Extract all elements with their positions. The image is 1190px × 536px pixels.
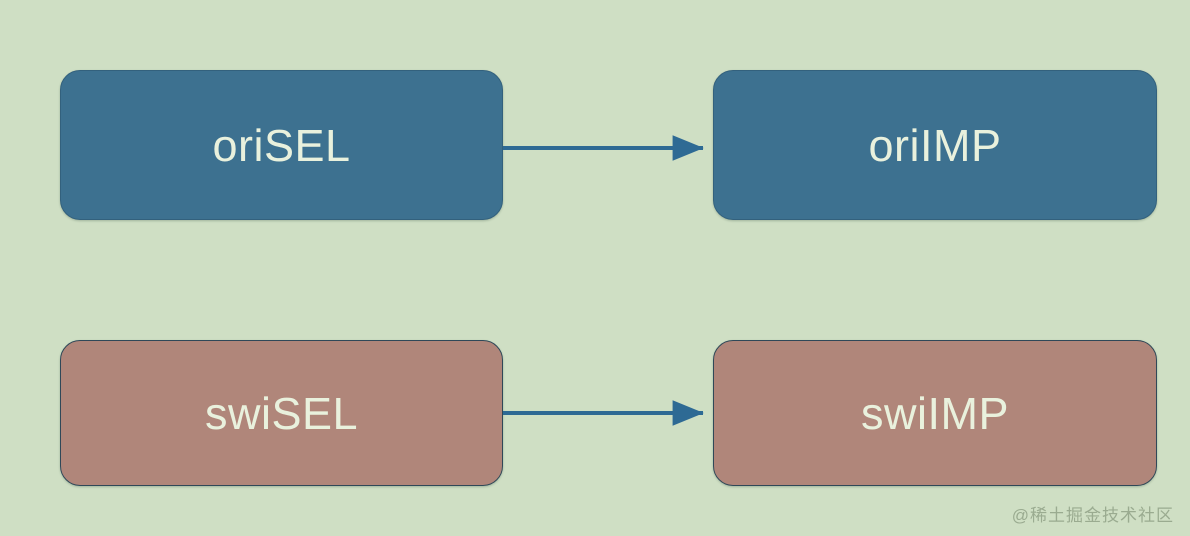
edge-orisel-to-oriimp [503, 135, 704, 161]
node-swiimp-label: swiIMP [861, 387, 1009, 439]
node-oriimp[interactable]: oriIMP [713, 70, 1157, 220]
node-swisel-label: swiSEL [204, 387, 359, 439]
node-orisel-label: oriSEL [212, 119, 351, 171]
edge-swisel-to-swiimp [503, 400, 704, 426]
node-orisel[interactable]: oriSEL [60, 70, 503, 220]
node-oriimp-label: oriIMP [868, 119, 1002, 171]
node-swisel[interactable]: swiSEL [60, 340, 503, 486]
node-swiimp[interactable]: swiIMP [713, 340, 1157, 486]
watermark: @稀土掘金技术社区 [1011, 506, 1174, 525]
